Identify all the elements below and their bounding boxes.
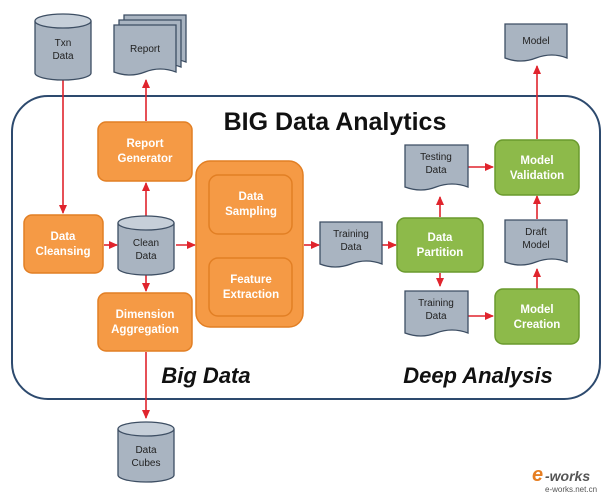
process-feature-extraction [208,257,293,317]
process-model-validation: Model Validation [494,139,580,196]
process-data-sampling [208,174,293,235]
process-report-generator: Report Generator [97,121,193,182]
document-training-data-lower: Training Data [404,290,469,337]
process-model-creation: Model Creation [494,288,580,345]
data-cubes-label-1: Data [135,445,157,456]
model-validation-label-2: Validation [510,170,564,182]
process-sampling-extraction-group: Data Sampling Feature Extraction [195,160,304,328]
data-store-txn: Txn Data [34,13,92,81]
data-sampling-label-1: Data [239,191,265,203]
document-draft-model: Draft Model [504,219,568,266]
diagram-title: BIG Data Analytics [224,108,447,136]
training-data-mid-label-1: Training [333,229,369,240]
document-training-data-middle: Training Data [319,221,383,268]
watermark-initial: e [532,464,543,486]
model-creation-label-2: Creation [514,319,561,331]
draft-model-label-1: Draft [525,227,547,238]
data-sampling-label-2: Sampling [225,206,277,218]
data-partition-label-1: Data [428,232,454,244]
data-store-clean-data: Clean Data [117,215,175,276]
training-data-mid-label-2: Data [340,242,362,253]
feature-extraction-label-2: Extraction [223,289,279,301]
data-store-data-cubes: Data Cubes [117,421,175,483]
clean-data-label-1: Clean [133,238,159,249]
section-label-big-data: Big Data [161,363,250,388]
dimension-aggregation-label-2: Aggregation [111,324,179,336]
dimension-aggregation-label-1: Dimension [116,309,175,321]
txn-data-label-2: Data [52,51,74,62]
data-cleansing-label-2: Cleansing [36,246,91,258]
model-label: Model [522,36,549,47]
testing-data-label-1: Testing [420,152,452,163]
draft-model-label-2: Model [522,240,549,251]
watermark-cn: e-works.net.cn [545,485,597,494]
watermark-rest: -works [545,468,590,484]
data-partition-label-2: Partition [417,247,464,259]
txn-data-label-1: Txn [55,38,72,49]
document-model: Model [504,23,568,62]
testing-data-label-2: Data [425,165,447,176]
report-generator-label-1: Report [126,138,163,150]
process-dimension-aggregation: Dimension Aggregation [97,292,193,352]
report-label: Report [130,44,160,55]
training-data-low-label-1: Training [418,298,454,309]
document-report: Report [113,14,187,76]
training-data-low-label-2: Data [425,311,447,322]
clean-data-label-2: Data [135,251,157,262]
report-generator-label-2: Generator [118,153,173,165]
model-creation-label-1: Model [520,304,553,316]
data-cubes-label-2: Cubes [132,458,161,469]
data-cleansing-label-1: Data [51,231,77,243]
document-testing-data: Testing Data [404,144,469,191]
section-label-deep-analysis: Deep Analysis [403,363,553,388]
process-data-cleansing: Data Cleansing [23,214,104,274]
e-works-logo: e -works e-works.net.cn [532,464,597,494]
process-data-partition: Data Partition [396,217,484,273]
model-validation-label-1: Model [520,155,553,167]
feature-extraction-label-1: Feature [230,274,272,286]
